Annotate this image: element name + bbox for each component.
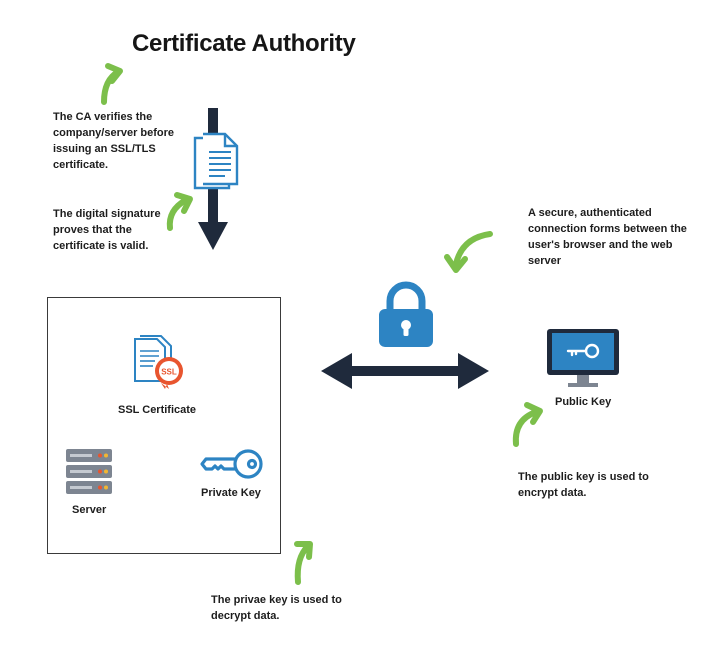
curved-arrow-icon <box>444 231 493 273</box>
curved-arrow-icon <box>512 402 543 447</box>
note-digital-signature: The digital signature proves that the ce… <box>53 208 161 252</box>
private-key-label: Private Key <box>201 487 261 499</box>
note-private-key: The privae key is used to decrypt data. <box>211 594 342 622</box>
ssl-certificate-label: SSL Certificate <box>118 404 197 416</box>
ssl-certificate-icon: SSL <box>134 335 183 389</box>
server-box <box>47 297 281 554</box>
public-key-label: Public Key <box>555 396 612 408</box>
server-label: Server <box>72 504 107 516</box>
curved-arrow-icon <box>101 63 123 105</box>
note-secure-connection: A secure, authenticated connection forms… <box>528 207 687 267</box>
note-public-key: The public key is used to encrypt data. <box>518 471 649 499</box>
note-ca-verifies: The CA verifies the company/server befor… <box>53 111 175 171</box>
curved-arrow-icon <box>294 541 313 585</box>
key-icon <box>566 343 600 359</box>
ssl-badge-text: SSL <box>161 368 177 377</box>
private-key-icon <box>200 449 263 479</box>
document-icon <box>193 132 239 190</box>
lock-icon <box>379 281 433 347</box>
ssl-badge-icon: SSL <box>155 357 183 389</box>
curved-arrow-icon <box>166 192 193 231</box>
server-icon <box>66 449 112 494</box>
diagram-title: Certificate Authority <box>132 30 356 57</box>
monitor-icon <box>547 329 619 387</box>
